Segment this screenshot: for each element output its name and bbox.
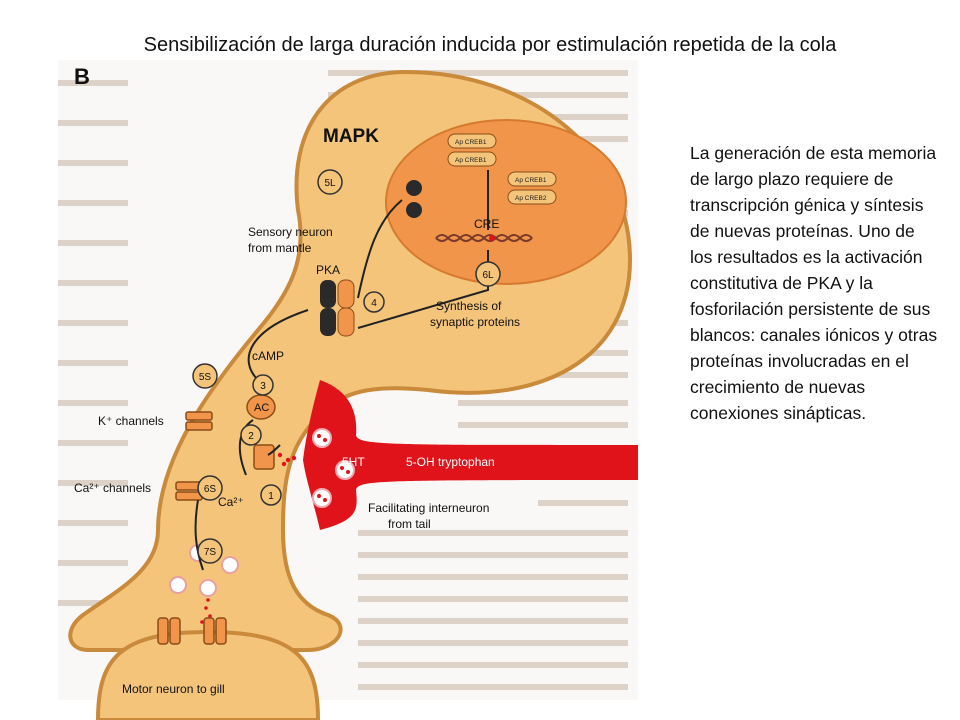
released-serotonin (277, 452, 297, 467)
synthesis-label-2: synaptic proteins (430, 315, 520, 329)
pka-catalytic-nuclear (406, 180, 422, 218)
step-label: 6L (482, 270, 494, 281)
panel-letter: B (74, 64, 90, 89)
motor-neuron-body (95, 629, 321, 720)
serotonin-vesicles (312, 428, 355, 508)
facilitating-interneuron (303, 380, 638, 530)
k-channel (185, 411, 213, 431)
pka-complex (320, 279, 355, 337)
five-oh-tryptophan-label: 5-OH tryptophan (406, 455, 495, 469)
step-label: 2 (248, 431, 254, 442)
synthesis-label-1: Synthesis of (436, 299, 502, 313)
five-ht-label: 5HT (342, 455, 365, 469)
step-label: 4 (371, 298, 377, 309)
step-label: 5S (199, 372, 212, 383)
protein-label: Ap CREB1 (455, 157, 487, 164)
step-label: 7S (204, 547, 217, 558)
k-channels-label: K⁺ channels (98, 414, 164, 428)
ac-label: AC (254, 402, 269, 414)
creb-proteins (447, 133, 557, 205)
step-label: 1 (268, 491, 274, 502)
step-label: 5L (324, 178, 336, 189)
postsynaptic-receptors (157, 617, 227, 645)
pka-label: PKA (316, 263, 340, 277)
motor-neuron-label: Motor neuron to gill (122, 682, 225, 696)
facilitating-label-1: Facilitating interneuron (368, 501, 489, 515)
step-label: 6S (204, 484, 217, 495)
step-label: 3 (260, 381, 266, 392)
cre-label: CRE (474, 217, 499, 231)
slide-caption: La generación de esta memoria de largo p… (690, 143, 938, 423)
ca-ion-label: Ca²⁺ (218, 495, 244, 509)
step-labels: 1 2 3 4 5L 5S 6L 6S 7S (199, 178, 494, 558)
released-transmitter (200, 598, 212, 624)
protein-label: Ap CREB1 (515, 177, 547, 184)
step-circles (192, 169, 501, 564)
creb-protein-labels: Ap CREB1 Ap CREB1 Ap CREB1 Ap CREB2 (455, 139, 547, 202)
ca-channels-label: Ca²⁺ channels (74, 481, 151, 495)
slide-title: Sensibilización de larga duración induci… (143, 34, 837, 56)
sensory-neuron-label-1: Sensory neuron (248, 225, 333, 239)
sensory-neuron-label-2: from mantle (248, 241, 312, 255)
protein-label: Ap CREB2 (515, 195, 547, 202)
nucleus (385, 119, 627, 285)
protein-label: Ap CREB1 (455, 139, 487, 146)
camp-label: cAMP (252, 349, 284, 363)
receptor-5ht (253, 444, 275, 470)
sensitization-diagram: B MAPK Sensory neuron from mantle PKA cA… (58, 60, 638, 720)
mapk-label: MAPK (323, 126, 379, 147)
facilitating-label-2: from tail (388, 517, 431, 531)
